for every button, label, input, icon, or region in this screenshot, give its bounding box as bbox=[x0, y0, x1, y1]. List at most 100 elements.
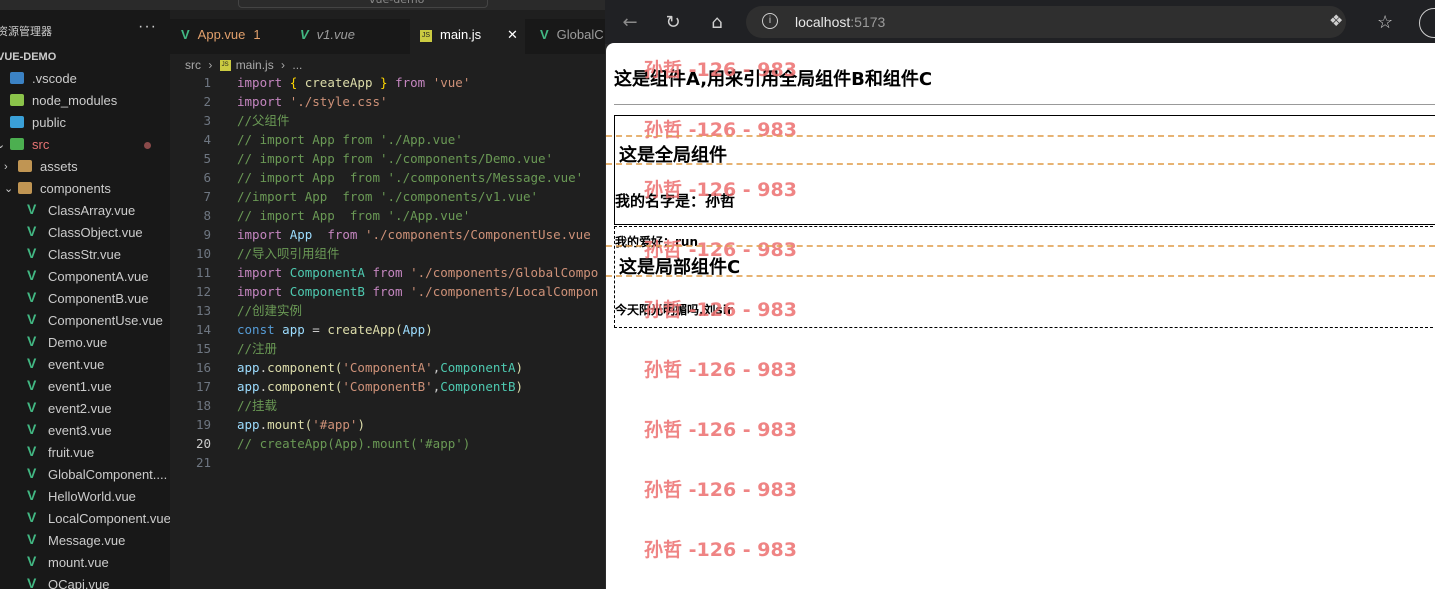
watermark-dashed-line bbox=[606, 275, 1435, 277]
code-text: import App from './components/ComponentU… bbox=[237, 227, 591, 242]
explorer-sidebar: 资源管理器 ··· VUE-DEMO ›.vscode›node_modules… bbox=[0, 10, 170, 589]
tree-file[interactable]: ClassArray.vue bbox=[0, 200, 170, 222]
chevron-down-icon[interactable]: ⌄ bbox=[4, 183, 14, 195]
tree-folder-src[interactable]: ⌄src bbox=[0, 134, 170, 156]
breadcrumb-folder[interactable]: src bbox=[185, 58, 201, 72]
tree-file[interactable]: event1.vue bbox=[0, 376, 170, 398]
src-folder-icon bbox=[10, 138, 24, 150]
browser-toolbar: ← ↻ ⌂ i localhost:5173 ❖ ☆ bbox=[605, 0, 1435, 44]
tree-file[interactable]: event.vue bbox=[0, 354, 170, 376]
chevron-down-icon[interactable]: ⌄ bbox=[0, 139, 6, 151]
tree-item-label: components bbox=[40, 181, 111, 196]
code-line[interactable]: 20// createApp(App).mount('#app') bbox=[170, 434, 605, 453]
tree-file[interactable]: ClassObject.vue bbox=[0, 222, 170, 244]
refresh-icon[interactable]: ↻ bbox=[665, 12, 681, 33]
tree-file[interactable]: ComponentUse.vue bbox=[0, 310, 170, 332]
tree-item-label: ClassArray.vue bbox=[48, 203, 136, 218]
tree-file[interactable]: ComponentB.vue bbox=[0, 288, 170, 310]
tree-file[interactable]: event3.vue bbox=[0, 420, 170, 442]
tree-item-label: event1.vue bbox=[48, 379, 112, 394]
tree-file[interactable]: fruit.vue bbox=[0, 442, 170, 464]
code-text: import ComponentA from './components/Glo… bbox=[237, 265, 599, 280]
command-center-search[interactable]: vue-demo bbox=[238, 0, 488, 8]
url-text: localhost:5173 bbox=[795, 6, 885, 38]
tree-folder-vscode[interactable]: ›.vscode bbox=[0, 68, 170, 90]
code-text: //import App from './components/v1.vue' bbox=[237, 189, 539, 204]
close-icon[interactable]: ✕ bbox=[507, 27, 518, 42]
code-line[interactable]: 10//导入呗引用组件 bbox=[170, 244, 605, 263]
chevron-right-icon[interactable]: › bbox=[4, 161, 8, 173]
favorite-star-icon[interactable]: ☆ bbox=[1377, 12, 1394, 32]
watermark-dashed-line bbox=[606, 163, 1435, 165]
tree-folder-assets[interactable]: ›assets bbox=[0, 156, 170, 178]
code-line[interactable]: 8// import App from './App.vue' bbox=[170, 206, 605, 225]
watermark-dashed-line bbox=[606, 245, 1435, 247]
code-line[interactable]: 5// import App from './components/Demo.v… bbox=[170, 149, 605, 168]
code-line[interactable]: 15//注册 bbox=[170, 339, 605, 358]
code-line[interactable]: 4// import App from './App.vue' bbox=[170, 130, 605, 149]
global-component-heading: 这是全局组件 bbox=[619, 145, 727, 166]
tree-file[interactable]: OCapi.vue bbox=[0, 574, 170, 589]
divider bbox=[614, 104, 1435, 105]
vue-file-icon bbox=[27, 488, 41, 500]
breadcrumb-file[interactable]: main.js bbox=[235, 58, 274, 72]
code-text: // import App from './components/Message… bbox=[237, 170, 584, 185]
back-icon[interactable]: ← bbox=[622, 12, 638, 33]
code-line[interactable]: 7//import App from './components/v1.vue' bbox=[170, 187, 605, 206]
vue-file-icon bbox=[27, 202, 41, 214]
extension-icon[interactable]: ❖ bbox=[1329, 13, 1344, 30]
code-text: import { createApp } from 'vue' bbox=[237, 75, 471, 90]
watermark-text: 孙哲 -126 - 983 bbox=[644, 359, 797, 381]
address-bar[interactable]: i localhost:5173 ❖ ☆ bbox=[746, 6, 1393, 38]
breadcrumb-symbols[interactable]: ... bbox=[292, 58, 303, 72]
tree-folder-public[interactable]: ›public bbox=[0, 112, 170, 134]
tab-label: v1.vue bbox=[316, 27, 355, 42]
tree-item-label: LocalComponent.vue bbox=[48, 511, 170, 526]
code-line[interactable]: 3//父组件 bbox=[170, 111, 605, 130]
info-icon[interactable]: i bbox=[762, 13, 778, 29]
code-line[interactable]: 18//挂载 bbox=[170, 396, 605, 415]
more-actions-icon[interactable]: ··· bbox=[138, 18, 157, 35]
tree-file[interactable]: mount.vue bbox=[0, 552, 170, 574]
tree-file[interactable]: ComponentA.vue bbox=[0, 266, 170, 288]
js-file-icon: JS bbox=[219, 60, 231, 72]
line-number: 3 bbox=[203, 113, 211, 128]
code-line[interactable]: 21 bbox=[170, 453, 605, 472]
tree-file[interactable]: GlobalComponent.... bbox=[0, 464, 170, 486]
tree-file[interactable]: ClassStr.vue bbox=[0, 244, 170, 266]
tree-folder-components[interactable]: ⌄ components bbox=[0, 178, 170, 200]
hobby-line: 我的爱好：run bbox=[615, 235, 699, 249]
code-line[interactable]: 6// import App from './components/Messag… bbox=[170, 168, 605, 187]
watermark-text: 孙哲 -126 - 983 bbox=[644, 539, 797, 561]
tree-file[interactable]: LocalComponent.vue bbox=[0, 508, 170, 530]
project-root[interactable]: VUE-DEMO bbox=[0, 51, 57, 63]
code-line[interactable]: 13//创建实例 bbox=[170, 301, 605, 320]
tree-file[interactable]: Message.vue bbox=[0, 530, 170, 552]
home-icon[interactable]: ⌂ bbox=[711, 12, 723, 33]
tab-label: App.vue bbox=[197, 27, 246, 42]
code-text: // import App from './App.vue' bbox=[237, 208, 471, 223]
tree-file[interactable]: Demo.vue bbox=[0, 332, 170, 354]
vue-file-icon bbox=[27, 400, 41, 412]
assets-folder-icon bbox=[18, 160, 32, 172]
tree-file[interactable]: HelloWorld.vue bbox=[0, 486, 170, 508]
tree-file[interactable]: event2.vue bbox=[0, 398, 170, 420]
watermark-text: 孙哲 -126 - 983 bbox=[644, 479, 797, 501]
tree-folder-nodemodules[interactable]: ›node_modules bbox=[0, 90, 170, 112]
profile-button[interactable] bbox=[1419, 8, 1435, 38]
